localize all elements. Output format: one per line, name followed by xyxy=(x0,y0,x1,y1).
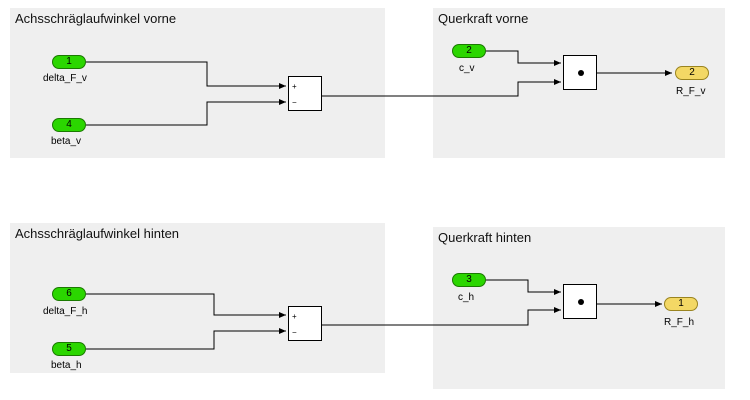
multiply-dot xyxy=(578,299,584,305)
inport-beta-h[interactable]: 5 xyxy=(52,342,86,356)
minus-sign: − xyxy=(292,328,297,337)
area-title: Achsschräglaufwinkel hinten xyxy=(15,226,180,241)
area-title: Querkraft vorne xyxy=(438,11,529,26)
minus-sign: − xyxy=(292,98,297,107)
inport-delta-f-h[interactable]: 6 xyxy=(52,287,86,301)
port-number: 1 xyxy=(66,56,72,67)
signal-line xyxy=(86,99,286,126)
port-number: 4 xyxy=(66,119,72,130)
sum-block[interactable]: + − xyxy=(288,76,322,111)
port-number: 5 xyxy=(66,343,72,354)
inport-label: c_v xyxy=(459,63,475,74)
inport-label: beta_v xyxy=(51,136,82,147)
signal-line xyxy=(86,328,286,350)
inport-c-v[interactable]: 2 xyxy=(452,44,486,58)
signal-line xyxy=(486,50,561,66)
port-number: 6 xyxy=(66,288,72,299)
area-title: Achsschräglaufwinkel vorne xyxy=(15,11,177,26)
inport-label: beta_h xyxy=(51,360,82,371)
port-number: 3 xyxy=(466,274,472,285)
port-number: 2 xyxy=(689,67,695,78)
inport-delta-f-v[interactable]: 1 xyxy=(52,55,86,69)
inport-label: c_h xyxy=(458,292,475,303)
product-block[interactable] xyxy=(563,55,597,90)
outport-label: R_F_v xyxy=(676,86,706,97)
plus-sign: + xyxy=(292,312,297,321)
area-achsschraeglaufwinkel-vorne: Achsschräglaufwinkel vorne xyxy=(10,8,385,158)
inport-c-h[interactable]: 3 xyxy=(452,273,486,287)
inport-label: delta_F_h xyxy=(43,306,88,317)
outport-r-f-h[interactable]: 1 xyxy=(664,297,698,311)
signal-line xyxy=(486,279,561,295)
signal-line xyxy=(322,79,561,97)
plus-sign: + xyxy=(292,82,297,91)
port-number: 1 xyxy=(678,298,684,309)
signal-line xyxy=(86,293,286,318)
product-block[interactable] xyxy=(563,284,597,319)
signal-line xyxy=(86,61,286,89)
outport-r-f-v[interactable]: 2 xyxy=(675,66,709,80)
signal-line xyxy=(322,307,561,326)
inport-beta-v[interactable]: 4 xyxy=(52,118,86,132)
multiply-dot xyxy=(578,70,584,76)
port-number: 2 xyxy=(466,45,472,56)
sum-block[interactable]: + − xyxy=(288,306,322,341)
area-title: Querkraft hinten xyxy=(438,230,532,245)
outport-label: R_F_h xyxy=(664,317,695,328)
inport-label: delta_F_v xyxy=(43,73,87,84)
